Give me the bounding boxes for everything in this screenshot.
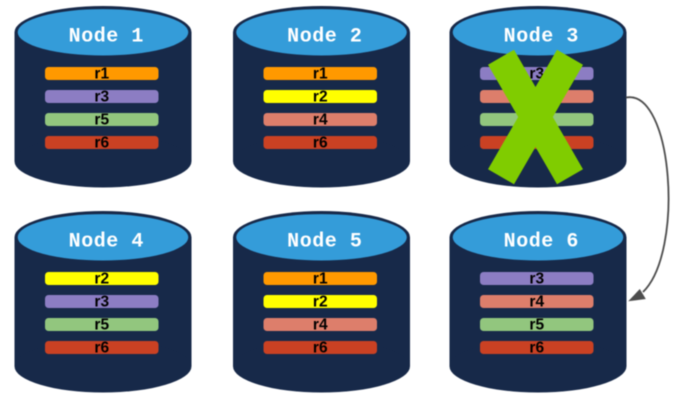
svg-text:r5: r5 [529,317,544,334]
svg-text:r6: r6 [94,340,109,357]
svg-text:r1: r1 [313,66,328,83]
svg-text:r6: r6 [529,340,544,357]
svg-text:Node 3: Node 3 [504,26,579,49]
svg-text:r2: r2 [313,294,328,311]
svg-text:r2: r2 [313,89,328,106]
svg-text:r5: r5 [94,112,109,129]
svg-text:Node 1: Node 1 [69,26,144,49]
svg-text:r6: r6 [94,135,109,152]
svg-text:r4: r4 [529,294,544,311]
svg-text:Node 4: Node 4 [69,231,144,254]
svg-text:Node 5: Node 5 [287,231,362,254]
svg-text:r4: r4 [313,112,328,129]
svg-text:r3: r3 [94,294,109,311]
svg-text:r5: r5 [94,317,109,334]
svg-text:r6: r6 [313,340,328,357]
svg-text:r3: r3 [94,89,109,106]
svg-text:r1: r1 [313,271,328,288]
svg-text:r1: r1 [94,66,109,83]
svg-text:r2: r2 [94,271,109,288]
svg-text:r6: r6 [313,135,328,152]
svg-text:Node 6: Node 6 [504,231,579,254]
svg-text:Node 2: Node 2 [287,26,362,49]
svg-text:r4: r4 [313,317,328,334]
svg-text:r3: r3 [529,271,544,288]
